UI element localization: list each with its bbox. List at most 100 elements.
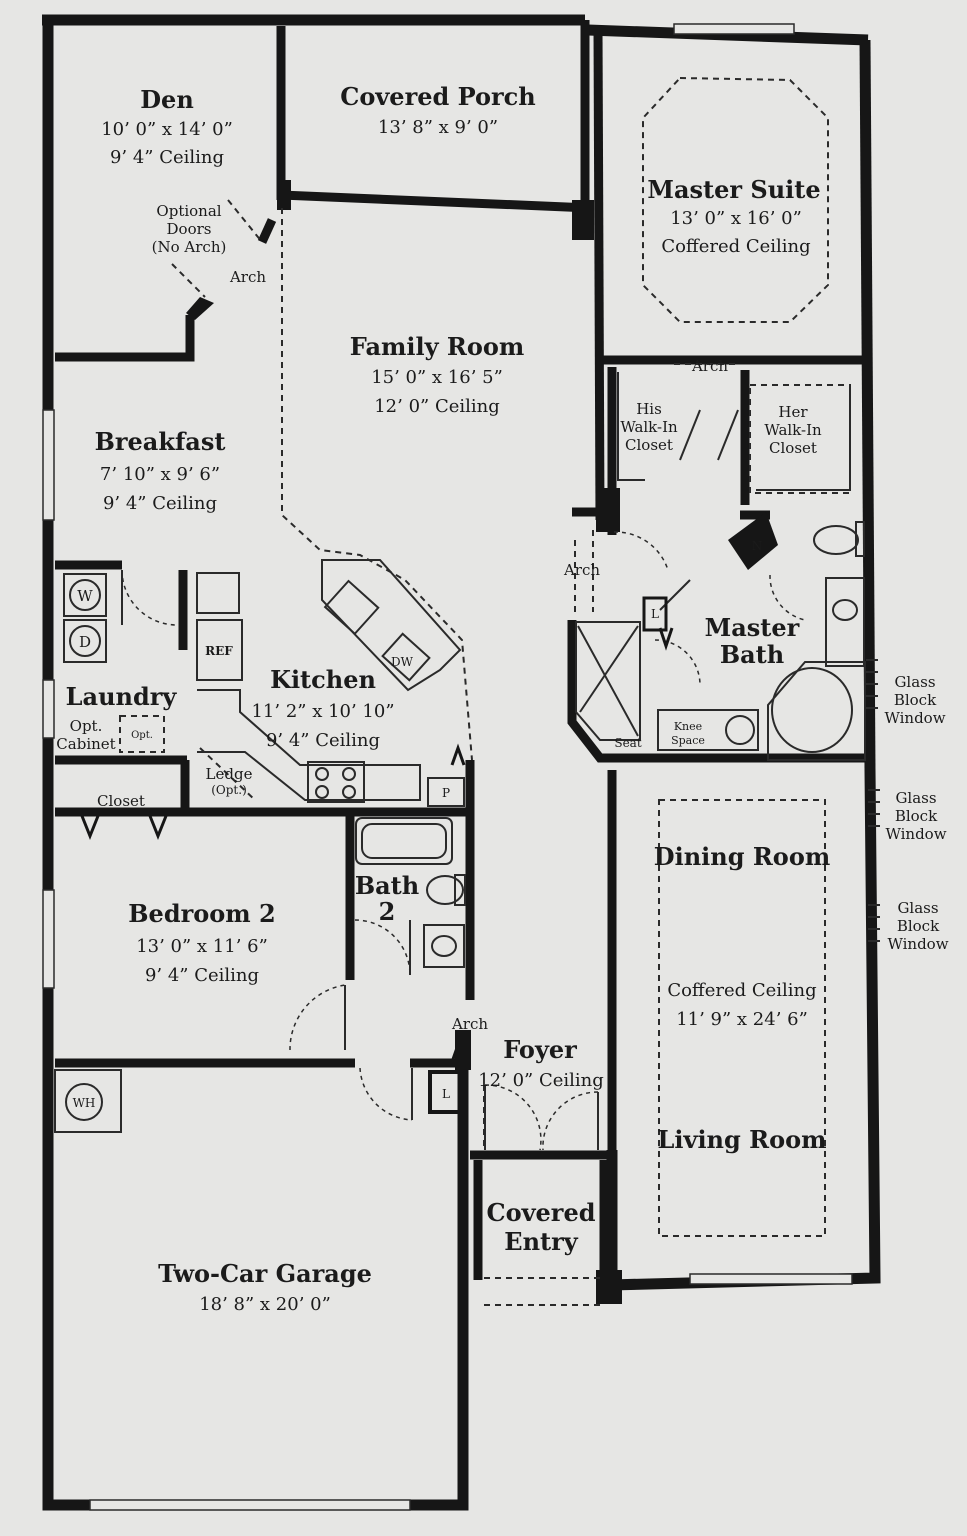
den-size: 10’ 0” x 14’ 0” [101,119,233,140]
knee-space-label-2: Space [671,734,705,747]
bath2-labels: Bath 2 [355,871,419,926]
master-bath-line-1: Master [705,613,800,642]
wall-posts [186,180,778,1304]
living-room-name: Living Room [658,1125,827,1154]
kitchen-island [321,559,462,692]
breakfast-size: 7’ 10” x 9’ 6” [100,464,220,485]
family-room-name: Family Room [350,332,525,361]
linen-label-foyer: L [442,1087,450,1101]
dishwasher-label: DW [391,655,414,669]
master-suite-size: 13’ 0” x 16’ 0” [670,208,802,229]
laundry-labels: Laundry Opt. Cabinet Opt. [56,682,177,753]
kitchen-counter [197,689,465,807]
bath2-line-1: Bath [355,871,419,900]
bath2-line-2: 2 [379,897,396,926]
family-room-ceiling: 12’ 0” Ceiling [374,396,500,417]
glass-block-3-line-1: Glass [897,899,938,917]
his-closet-line-3: Closet [625,436,673,454]
glass-block-1-line-3: Window [884,709,945,727]
den-arch-label: Arch [229,268,266,286]
garage-size: 18’ 8” x 20’ 0” [199,1294,331,1315]
bath2-fixtures [355,817,466,968]
bedroom2-labels: Bedroom 2 13’ 0” x 11’ 6” 9’ 4” Ceiling [128,899,275,986]
closet-label: Closet [97,792,145,810]
pantry-label: P [442,786,450,800]
ledge-line-1: Ledge [206,765,253,783]
bedroom2-size: 13’ 0” x 11’ 6” [136,936,268,957]
living-room-labels: Coffered Ceiling 11’ 9” x 24’ 6” Living … [658,980,827,1154]
breakfast-labels: Breakfast 7’ 10” x 9’ 6” 9’ 4” Ceiling [95,427,226,514]
master-bath-line-2: Bath [720,640,784,669]
foyer-labels: Foyer 12’ 0” Ceiling [478,1035,604,1091]
his-closet-line-1: His [636,400,662,418]
optional-doors-line-3: (No Arch) [152,238,227,256]
garage-labels: Two-Car Garage 18’ 8” x 20’ 0” [158,1259,372,1315]
refrigerator-label: REF [205,644,233,658]
seat-label: Seat [614,736,641,750]
glass-block-2-line-2: Block [895,807,938,825]
covered-entry-line-1: Covered [486,1198,595,1227]
family-room-labels: Family Room 15’ 0” x 16’ 5” 12’ 0” Ceili… [350,332,525,417]
optional-doors-line-2: Doors [167,220,212,238]
glass-block-1-line-1: Glass [894,673,935,691]
glass-block-1-line-2: Block [894,691,937,709]
breakfast-ceiling: 9’ 4” Ceiling [103,493,217,514]
den-labels: Den 10’ 0” x 14’ 0” 9’ 4” Ceiling [101,85,233,168]
kitchen-ceiling: 9’ 4” Ceiling [266,730,380,751]
bedroom2-name: Bedroom 2 [128,899,275,928]
covered-entry-labels: Covered Entry [486,1198,595,1256]
covered-porch-name: Covered Porch [340,82,536,111]
master-bath-fixtures [575,372,866,761]
bedroom2-ceiling: 9’ 4” Ceiling [145,965,259,986]
windows [42,23,853,1511]
living-room-ceiling: Coffered Ceiling [667,980,816,1001]
glass-block-window-1: Glass Block Window [884,673,945,727]
glass-block-window-3: Glass Block Window [887,899,948,953]
breakfast-name: Breakfast [95,427,226,456]
glass-block-3-line-2: Block [897,917,940,935]
washer-dryer [63,573,107,663]
his-closet-labels: His Walk-In Closet [620,400,678,454]
opt-cabinet-line-1: Opt. [70,717,103,735]
door-leaves [121,409,739,1150]
washer-label: W [77,587,93,605]
dryer-label: D [79,633,91,651]
her-closet-labels: Her Walk-In Closet [764,403,822,457]
optional-doors-note: Optional Doors (No Arch) Arch [152,202,267,286]
opt-cabinet-small: Opt. [131,730,153,741]
master-suite-ceiling: Coffered Ceiling [661,236,810,257]
family-room-size: 15’ 0” x 16’ 5” [371,367,503,388]
glass-block-3-line-3: Window [887,935,948,953]
den-ceiling: 9’ 4” Ceiling [110,147,224,168]
her-closet-line-1: Her [778,403,808,421]
his-closet-line-2: Walk-In [620,418,678,436]
water-heater-label: WH [73,1096,96,1110]
linen-closet-bath [642,596,668,632]
master-arch-label: Arch [691,357,728,375]
linen-label-bath: L [651,607,659,621]
her-closet-line-2: Walk-In [764,421,822,439]
garage-name: Two-Car Garage [158,1259,372,1288]
master-bath-labels: Master Bath [705,613,800,669]
knee-space-label-1: Knee [674,720,702,733]
opt-cabinet-line-2: Cabinet [56,735,115,753]
master-suite-name: Master Suite [647,175,820,204]
den-name: Den [140,85,194,114]
optional-doors-line-1: Optional [156,202,221,220]
water-heater-box [54,1069,122,1133]
kitchen-cabinet [196,572,240,614]
niche-label: N [752,539,763,553]
living-room-size: 11’ 9” x 24’ 6” [676,1009,808,1030]
water-heater-circle [65,1083,103,1121]
foyer-ceiling: 12’ 0” Ceiling [478,1070,604,1091]
glass-block-2-line-1: Glass [895,789,936,807]
master-suite-labels: Master Suite 13’ 0” x 16’ 0” Coffered Ce… [647,175,820,375]
refrigerator [196,619,243,681]
kitchen-name: Kitchen [270,665,376,694]
closet-door-markers [80,627,674,1063]
linen-closet-foyer [428,1070,464,1114]
glass-block-window-2: Glass Block Window [885,789,946,843]
foyer-name: Foyer [503,1035,577,1064]
